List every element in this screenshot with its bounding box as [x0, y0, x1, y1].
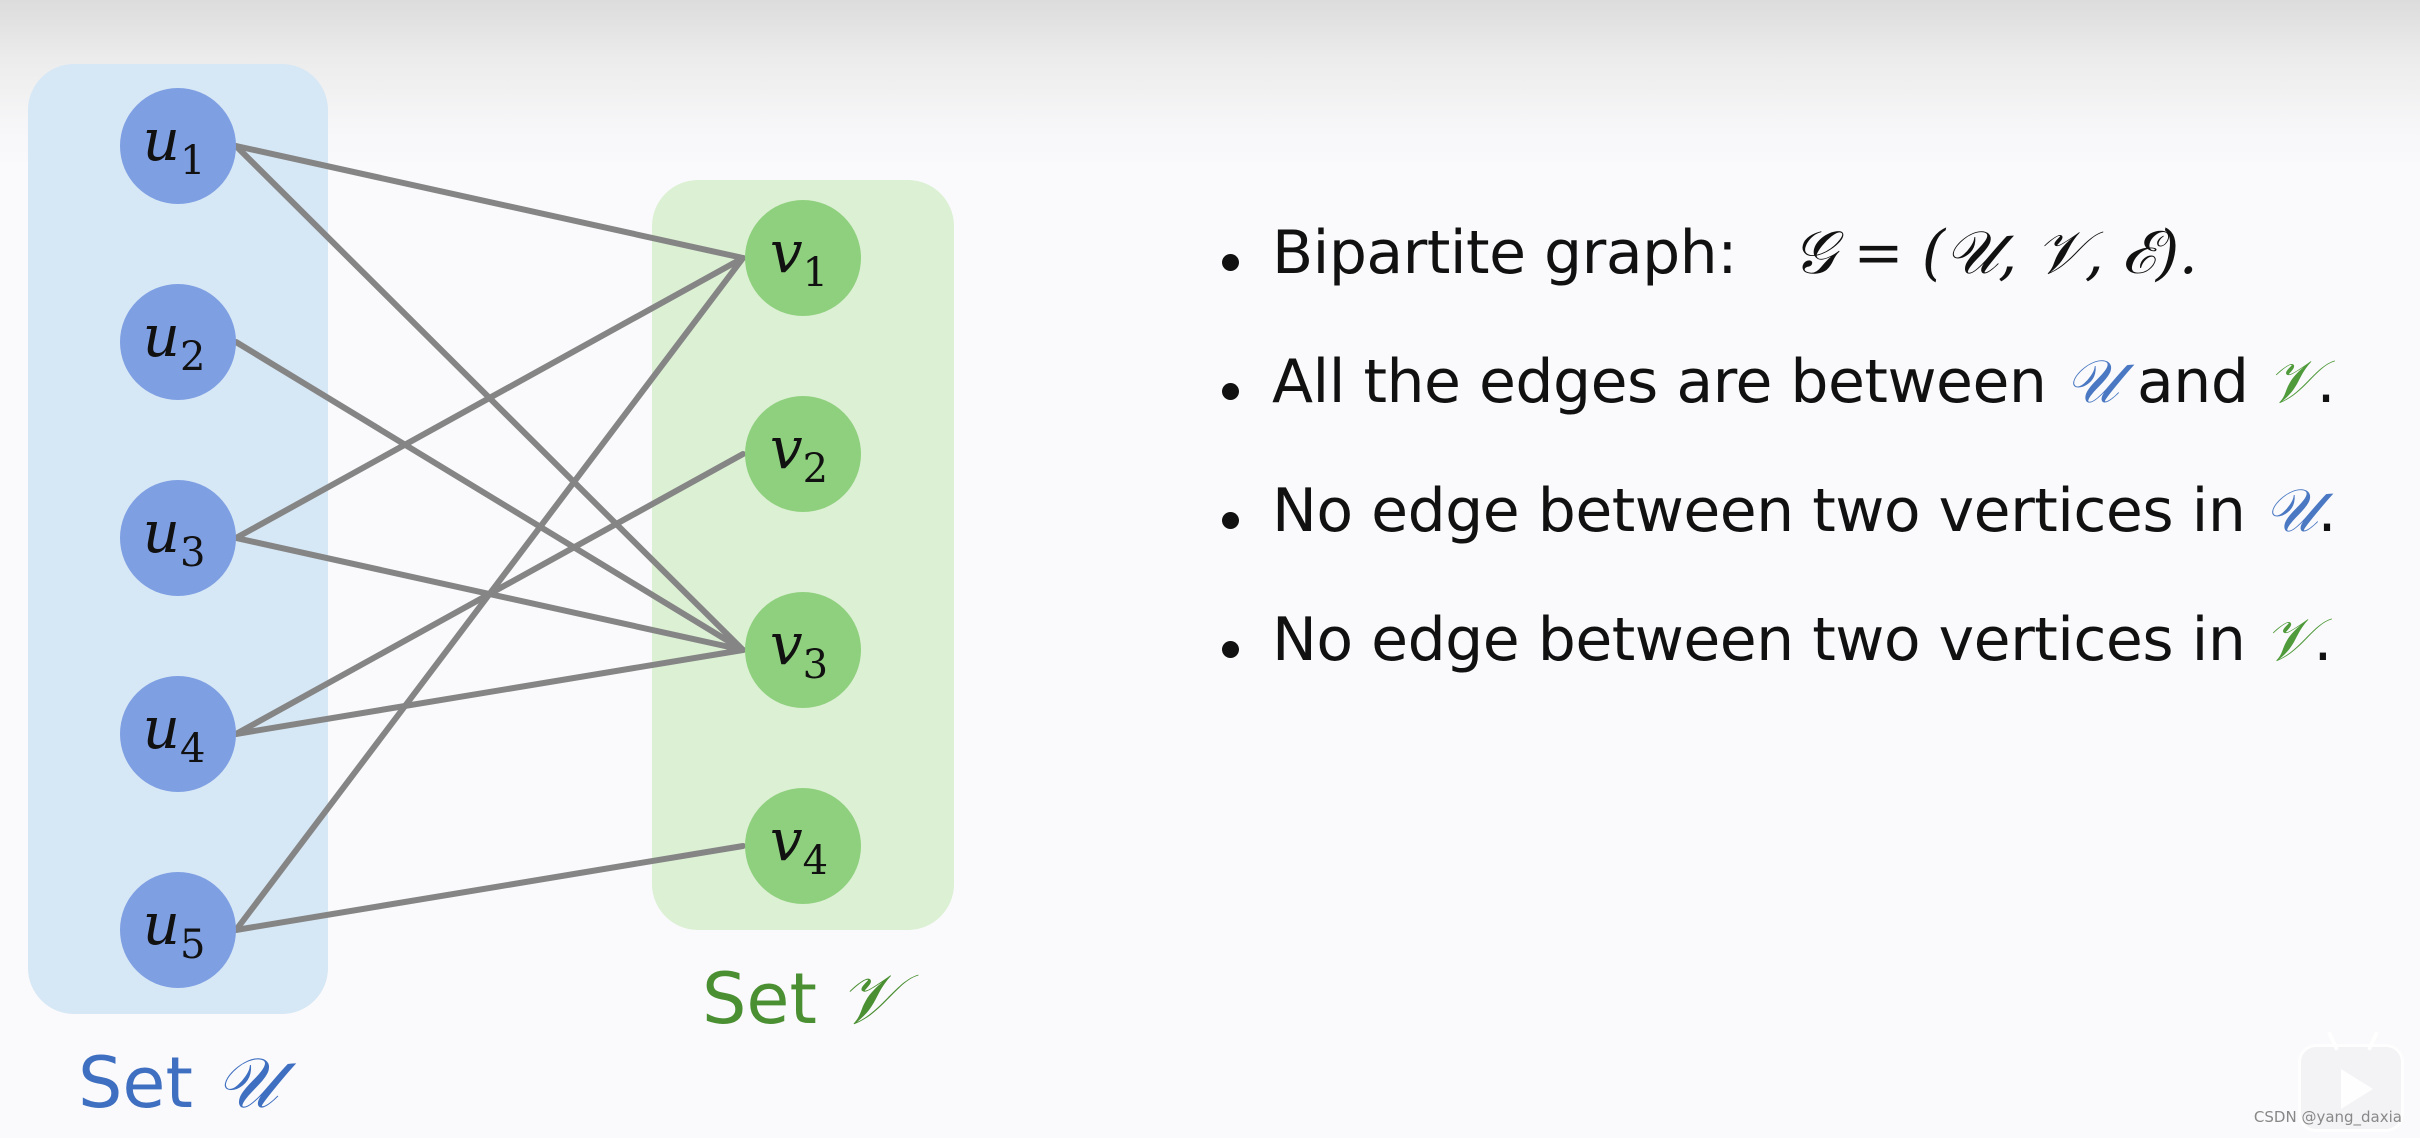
bullet-list: Bipartite graph: 𝒢 = (𝒰, 𝒱, ℰ). All the … — [1222, 218, 2337, 734]
set-u-label: Set 𝒰 — [78, 1042, 279, 1124]
node-circle — [745, 592, 861, 708]
set-v-symbol: 𝒱 — [2263, 605, 2314, 675]
node-u1: u1 — [120, 88, 236, 204]
bullet-item-bipartite-graph: Bipartite graph: 𝒢 = (𝒰, 𝒱, ℰ). — [1222, 218, 2336, 347]
watermark: CSDN @yang_daxia — [2253, 1108, 2402, 1126]
node-u4: u4 — [120, 676, 236, 792]
set-v-label: Set 𝒱 — [702, 958, 898, 1040]
nodes-layer: u1 u2 u3 u4 u5 v1 v2 v3 v4 — [120, 88, 861, 988]
node-label: u5 — [143, 890, 206, 968]
play-button-ear — [2326, 1031, 2340, 1051]
bullet-item-no-edge-in-u: No edge between two vertices in 𝒰. — [1222, 476, 2337, 605]
node-v3: v3 — [745, 592, 861, 708]
node-label: u2 — [143, 302, 206, 380]
edge-u5-v1 — [233, 255, 746, 933]
graph-definition-formula: 𝒢 = (𝒰, 𝒱, ℰ). — [1792, 218, 2198, 288]
edge-u3-v1 — [233, 255, 746, 541]
bullet-dot — [1222, 641, 1239, 658]
node-circle — [120, 284, 236, 400]
play-button-ear — [2366, 1031, 2380, 1051]
node-label: v1 — [770, 218, 828, 296]
node-v1: v1 — [745, 200, 861, 316]
play-button-icon[interactable] — [2298, 1031, 2404, 1132]
node-u5: u5 — [120, 872, 236, 988]
set-u-symbol: 𝒰 — [2064, 347, 2119, 417]
node-v4: v4 — [745, 788, 861, 904]
node-circle — [120, 676, 236, 792]
node-circle — [745, 788, 861, 904]
node-circle — [120, 872, 236, 988]
set-u-symbol: 𝒰 — [2263, 476, 2318, 546]
bullet-dot — [1222, 383, 1239, 400]
node-circle — [745, 396, 861, 512]
bullet-item-edges-between: All the edges are between 𝒰 and 𝒱. — [1222, 347, 2336, 476]
node-label: v4 — [770, 806, 828, 884]
bullet-dot — [1222, 512, 1239, 529]
node-circle — [120, 480, 236, 596]
bullet-item-no-edge-in-v: No edge between two vertices in 𝒱. — [1222, 605, 2336, 734]
node-circle — [120, 88, 236, 204]
set-v-symbol: 𝒱 — [839, 958, 898, 1040]
bullet-text: Bipartite graph: — [1272, 218, 1737, 288]
edge-u1-v1 — [233, 143, 746, 261]
node-u3: u3 — [120, 480, 236, 596]
set-v-panel — [652, 180, 954, 930]
node-u2: u2 — [120, 284, 236, 400]
node-circle — [745, 200, 861, 316]
node-label: v2 — [770, 414, 828, 492]
set-u-symbol: 𝒰 — [215, 1042, 279, 1124]
node-label: u4 — [143, 694, 206, 772]
edge-u4-v3 — [233, 647, 746, 737]
node-v2: v2 — [745, 396, 861, 512]
play-triangle-icon — [2341, 1069, 2373, 1109]
edge-u2-v3 — [233, 339, 746, 653]
edges-layer — [233, 143, 746, 933]
edge-u5-v4 — [233, 843, 746, 933]
set-v-symbol: 𝒱 — [2267, 347, 2317, 417]
node-label: u1 — [143, 106, 206, 184]
bullet-dot — [1222, 254, 1239, 271]
bipartite-graph-diagram: u1 u2 u3 u4 u5 v1 v2 v3 v4 — [28, 64, 954, 1014]
node-label: v3 — [770, 610, 828, 688]
node-label: u3 — [143, 498, 206, 576]
